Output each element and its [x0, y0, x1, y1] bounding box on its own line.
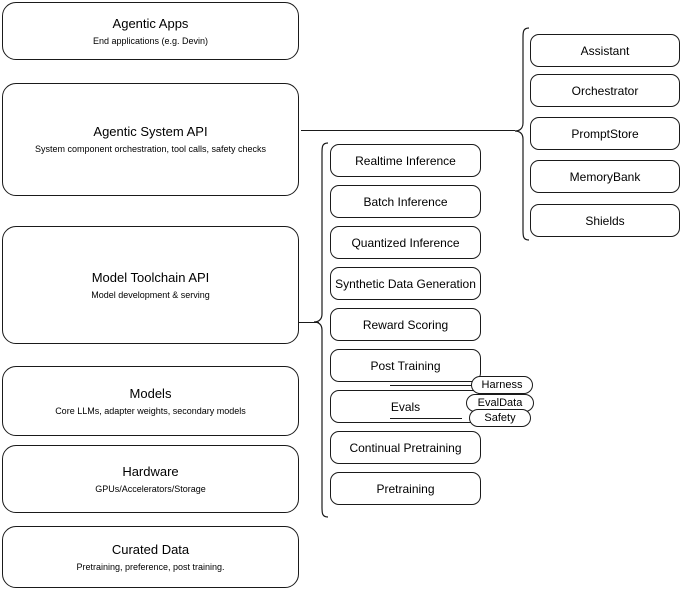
component-orchestrator[interactable]: Orchestrator — [530, 74, 680, 107]
connector-evals-to-safety — [390, 418, 462, 419]
layer-models[interactable]: Models Core LLMs, adapter weights, secon… — [2, 366, 299, 436]
subcomponent-safety[interactable]: Safety — [469, 409, 531, 427]
component-synthetic-data-generation[interactable]: Synthetic Data Generation — [330, 267, 481, 300]
layer-subtitle: End applications (e.g. Devin) — [92, 35, 209, 46]
layer-subtitle: GPUs/Accelerators/Storage — [95, 483, 206, 494]
layer-title: Models — [129, 385, 172, 401]
component-memorybank[interactable]: MemoryBank — [530, 160, 680, 193]
subcomponent-harness[interactable]: Harness — [471, 376, 533, 394]
connector-toolchain-api-to-components — [299, 322, 319, 323]
layer-hardware[interactable]: Hardware GPUs/Accelerators/Storage — [2, 445, 299, 513]
subcomponent-label: Harness — [481, 379, 523, 391]
layer-title: Hardware — [122, 463, 179, 479]
component-label: Post Training — [370, 358, 441, 373]
component-promptstore[interactable]: PromptStore — [530, 117, 680, 150]
brace-system-components — [514, 27, 530, 241]
component-label: Realtime Inference — [355, 153, 456, 168]
component-shields[interactable]: Shields — [530, 204, 680, 237]
component-label: Pretraining — [376, 481, 435, 496]
component-quantized-inference[interactable]: Quantized Inference — [330, 226, 481, 259]
layer-subtitle: System component orchestration, tool cal… — [34, 144, 267, 154]
layer-curated-data[interactable]: Curated Data Pretraining, preference, po… — [2, 526, 299, 588]
layer-title: Curated Data — [111, 541, 190, 557]
component-label: Evals — [390, 399, 421, 414]
brace-toolchain-components — [313, 142, 329, 518]
layer-agentic-system-api[interactable]: Agentic System API System component orch… — [2, 83, 299, 196]
component-realtime-inference[interactable]: Realtime Inference — [330, 144, 481, 177]
component-reward-scoring[interactable]: Reward Scoring — [330, 308, 481, 341]
connector-system-api-to-components — [301, 130, 515, 131]
component-label: PromptStore — [571, 126, 639, 141]
layer-title: Model Toolchain API — [91, 269, 210, 285]
layer-subtitle: Core LLMs, adapter weights, secondary mo… — [55, 405, 246, 416]
component-label: Orchestrator — [571, 83, 639, 98]
component-label: MemoryBank — [569, 169, 641, 184]
component-label: Batch Inference — [363, 194, 448, 209]
component-label: Quantized Inference — [351, 235, 460, 250]
component-batch-inference[interactable]: Batch Inference — [330, 185, 481, 218]
component-label: Synthetic Data Generation — [335, 276, 476, 291]
connector-evals-to-harness — [390, 385, 475, 386]
layer-title: Agentic Apps — [112, 15, 189, 31]
component-label: Assistant — [580, 43, 630, 58]
component-pretraining[interactable]: Pretraining — [330, 472, 481, 505]
layer-agentic-apps[interactable]: Agentic Apps End applications (e.g. Devi… — [2, 2, 299, 60]
component-assistant[interactable]: Assistant — [530, 34, 680, 67]
subcomponent-label: Safety — [484, 412, 516, 424]
component-label: Continual Pretraining — [349, 440, 462, 455]
layer-subtitle: Model development & serving — [91, 289, 210, 300]
subcomponent-label: EvalData — [477, 397, 523, 409]
component-continual-pretraining[interactable]: Continual Pretraining — [330, 431, 481, 464]
layer-subtitle: Pretraining, preference, post training. — [76, 561, 225, 572]
layer-title: Agentic System API — [93, 124, 208, 139]
component-label: Shields — [585, 213, 625, 228]
component-post-training[interactable]: Post Training — [330, 349, 481, 382]
component-evals[interactable]: Evals — [330, 390, 481, 423]
component-label: Reward Scoring — [362, 317, 449, 332]
layer-model-toolchain-api[interactable]: Model Toolchain API Model development & … — [2, 226, 299, 344]
